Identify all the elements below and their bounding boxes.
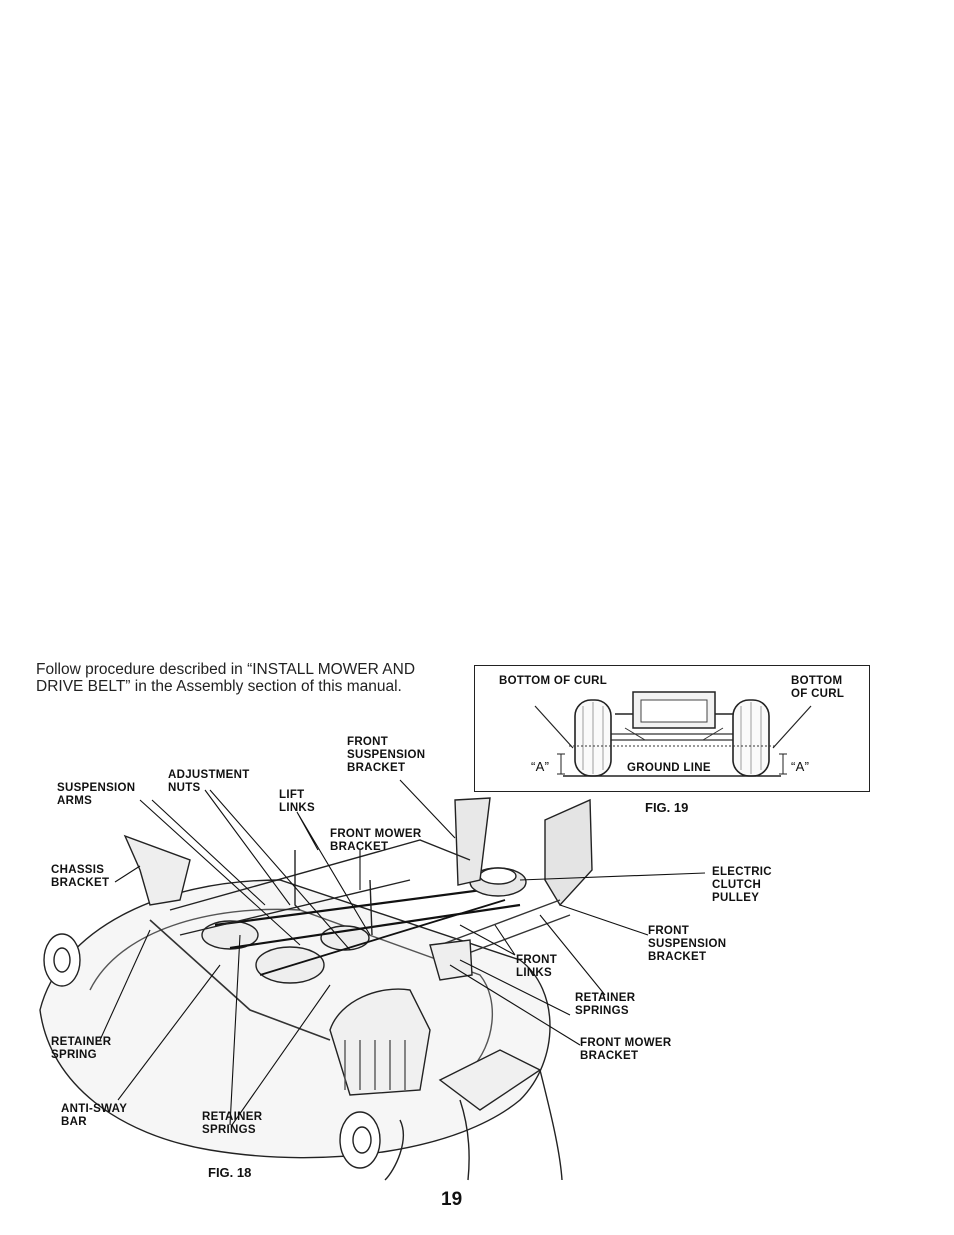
label-electric-clutch-pulley: ELECTRIC CLUTCH PULLEY <box>712 866 772 904</box>
label-front-suspension-bracket-top: FRONT SUSPENSION BRACKET <box>347 736 426 774</box>
bottom-of-curl-right-label: BOTTOM OF CURL <box>791 675 845 700</box>
label-retainer-spring: RETAINER SPRING <box>51 1036 112 1061</box>
label-front-links: FRONT LINKS <box>516 954 558 979</box>
a-right-label: “A” <box>791 759 810 774</box>
intro-paragraph: Follow procedure described in “INSTALL M… <box>36 661 416 695</box>
label-adjustment-nuts: ADJUSTMENT NUTS <box>168 769 250 794</box>
label-anti-sway-bar: ANTI-SWAY BAR <box>61 1103 127 1128</box>
label-retainer-springs-right: RETAINER SPRINGS <box>575 992 636 1017</box>
a-left-label: “A” <box>531 759 550 774</box>
label-front-suspension-bracket-right: FRONT SUSPENSION BRACKET <box>648 925 727 963</box>
page-number: 19 <box>441 1189 463 1210</box>
label-chassis-bracket: CHASSIS BRACKET <box>51 864 110 889</box>
label-lift-links: LIFT LINKS <box>279 789 315 814</box>
label-suspension-arms: SUSPENSION ARMS <box>57 782 136 807</box>
label-front-mower-bracket-bottom: FRONT MOWER BRACKET <box>580 1037 672 1062</box>
fig18-caption: FIG. 18 <box>208 1165 252 1180</box>
label-retainer-springs-bottom: RETAINER SPRINGS <box>202 1111 263 1136</box>
fig19-diagram: BOTTOM OF CURL BOTTOM OF CURL “A” GROUND… <box>474 665 870 792</box>
label-front-mower-bracket-top: FRONT MOWER BRACKET <box>330 828 422 853</box>
bottom-of-curl-left-label: BOTTOM OF CURL <box>499 675 608 687</box>
fig19-caption: FIG. 19 <box>645 800 689 815</box>
ground-line-label: GROUND LINE <box>627 762 711 774</box>
fig19-drawing <box>534 691 812 777</box>
